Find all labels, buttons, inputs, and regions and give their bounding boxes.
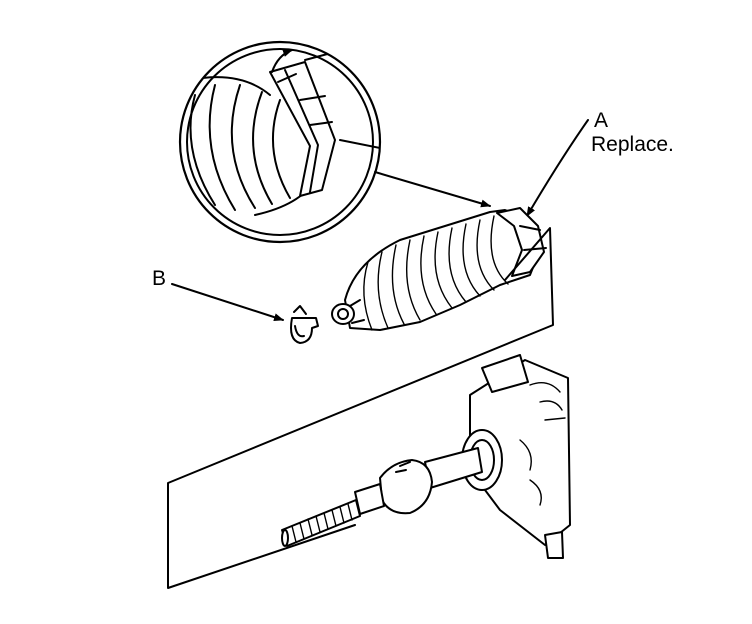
- steering-boot: [331, 207, 547, 331]
- callout-b-letter: B: [152, 267, 166, 290]
- callout-b-leader: [171, 283, 284, 322]
- steering-rack-housing: [469, 354, 571, 559]
- tie-rod-assembly: [281, 429, 503, 547]
- detail-pointer-arrow: [374, 171, 491, 208]
- detail-view-circle: [178, 40, 382, 244]
- clamp-b: [290, 305, 319, 344]
- reference-plane: [167, 227, 554, 589]
- callout-a: A Replace.: [526, 109, 674, 217]
- callout-a-text: Replace.: [591, 133, 674, 156]
- callout-b: B: [152, 267, 284, 322]
- callout-a-letter: A: [594, 109, 608, 132]
- callout-a-leader: [526, 119, 589, 217]
